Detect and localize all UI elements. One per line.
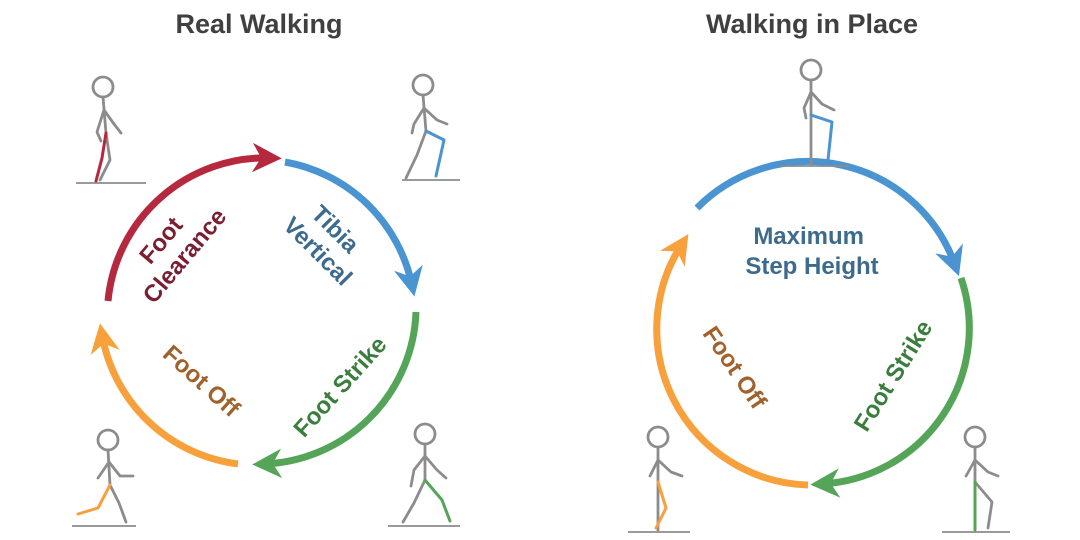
- foot-off-label: Foot Off: [697, 322, 772, 415]
- left-title: Real Walking: [175, 9, 342, 39]
- left-cycle: Foot Clearance Tibia Vertical Foot Strik…: [90, 142, 423, 479]
- foot-off-arrow: [90, 323, 239, 468]
- foot-off-label: Foot Off: [157, 340, 245, 423]
- foot-clearance-arrow: [104, 142, 282, 302]
- foot-strike-arrow: [252, 311, 420, 479]
- standing-figure-icon: [942, 425, 1010, 533]
- standing-figure-icon: [628, 425, 690, 533]
- maximum-step-height-label: Maximum Step Height: [745, 223, 878, 280]
- tibia-vertical-label: Tibia Vertical: [278, 192, 377, 291]
- foot-strike-arrow: [810, 276, 973, 498]
- walking-figure-icon: [402, 73, 460, 181]
- right-title: Walking in Place: [706, 9, 918, 39]
- walking-figure-icon: [72, 428, 136, 527]
- walking-figure-icon: [388, 422, 460, 527]
- foot-clearance-label: Foot Clearance: [116, 186, 232, 309]
- foot-off-arrow: [653, 234, 809, 489]
- tibia-vertical-arrow: [284, 158, 423, 297]
- foot-strike-label: Foot Strike: [288, 331, 392, 442]
- walking-figure-icon: [76, 75, 146, 184]
- foot-strike-label: Foot Strike: [849, 316, 938, 437]
- marching-figure-icon: [780, 58, 850, 167]
- right-cycle: Maximum Step Height Foot Strike Foot Off: [653, 158, 973, 498]
